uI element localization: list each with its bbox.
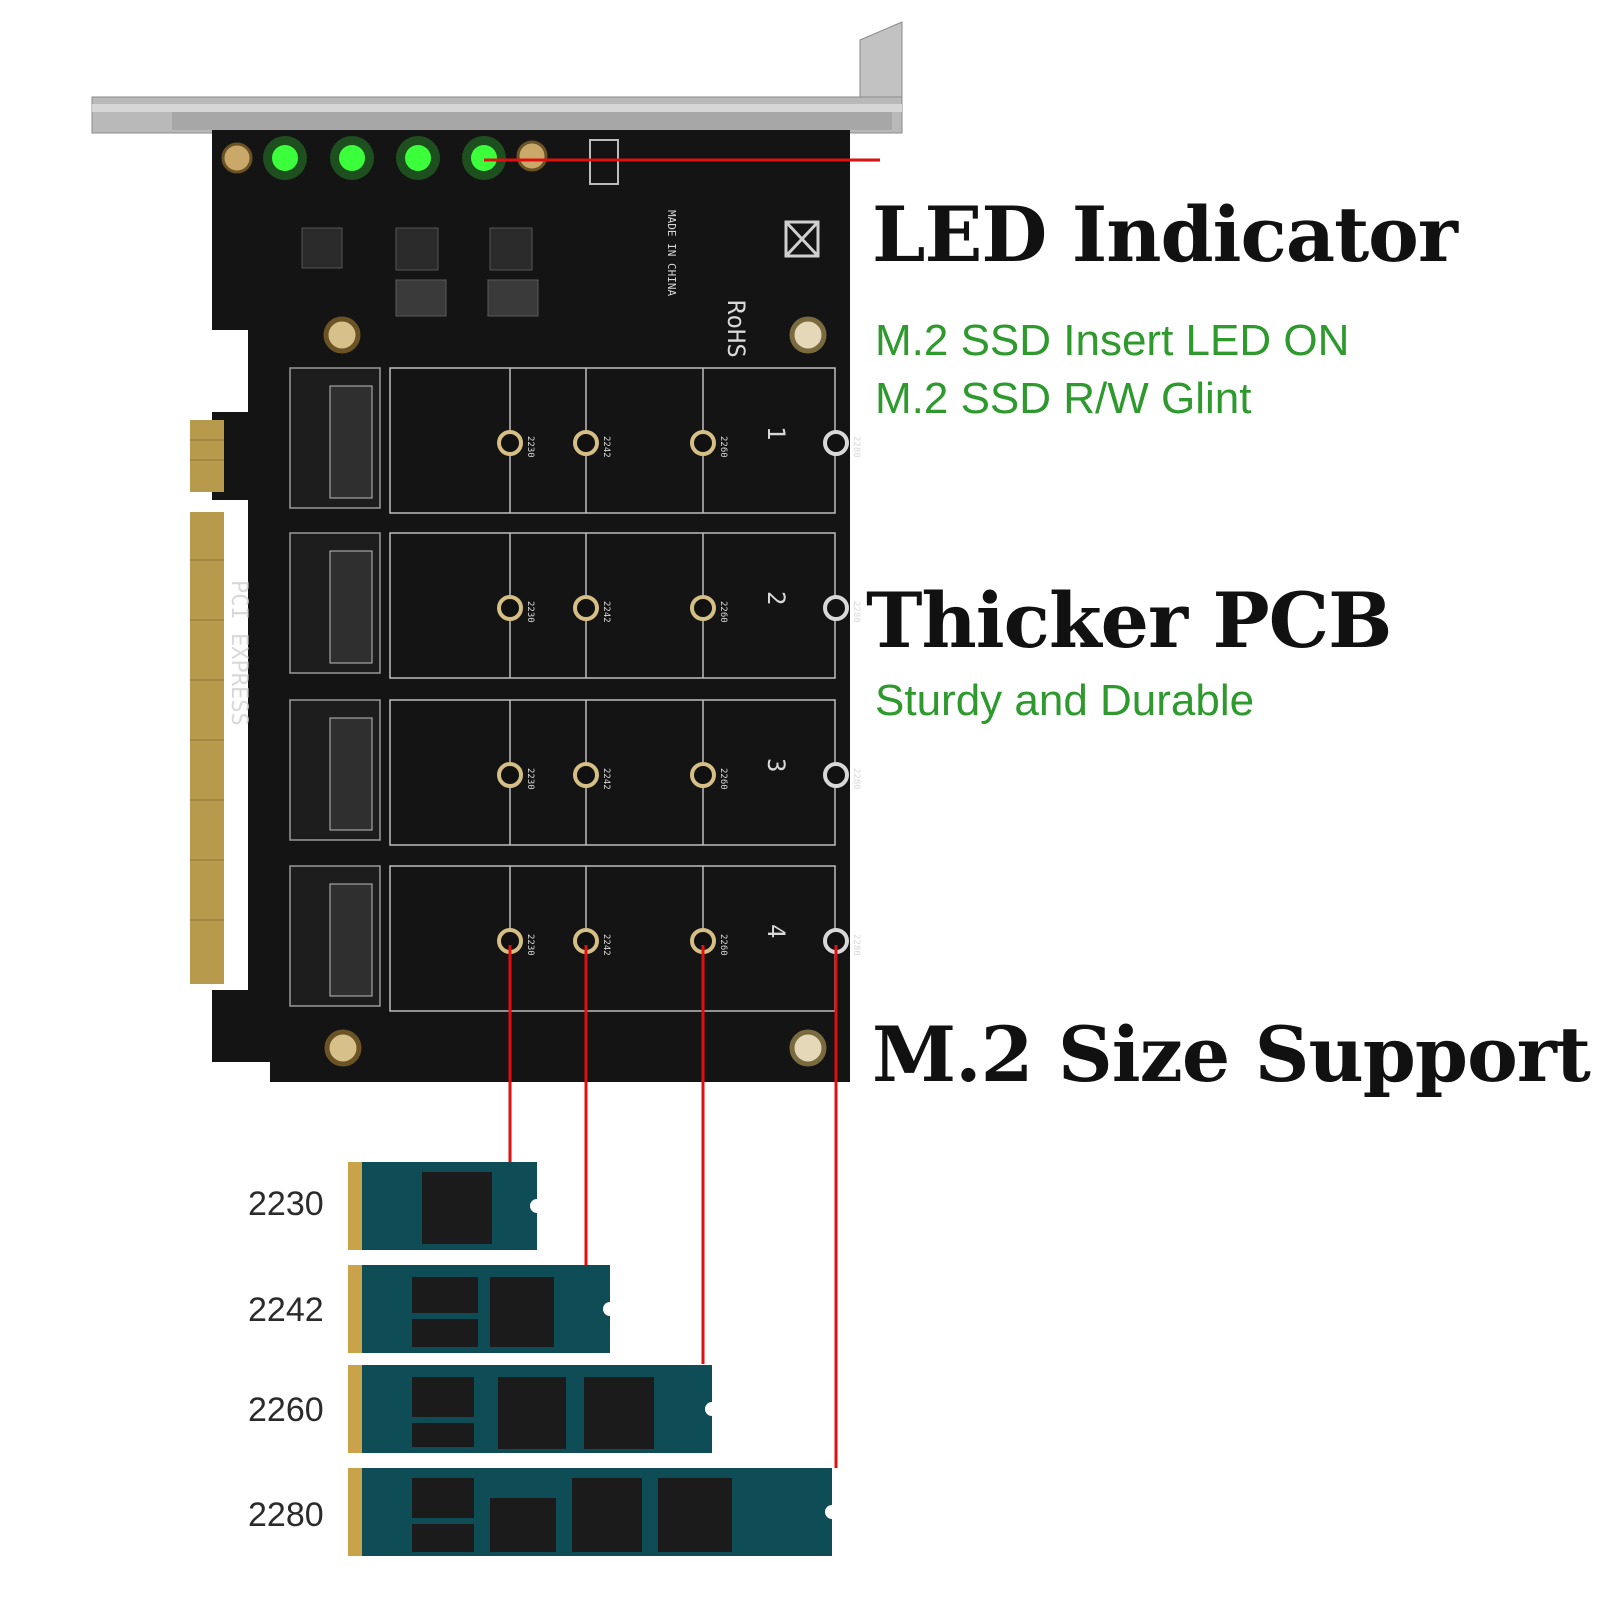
- led-insert-line: M.2 SSD Insert LED ON: [875, 316, 1350, 365]
- mount-label: 2260: [718, 768, 728, 790]
- led-4: [471, 145, 497, 171]
- size-label-2242: 2242: [248, 1291, 324, 1329]
- mount-label: 2242: [601, 768, 611, 790]
- thicker-pcb-heading: Thicker PCB: [866, 576, 1392, 665]
- mount-label: 2230: [525, 768, 535, 790]
- m2-slot-4: 2230 2242 2260 2280 4: [289, 865, 861, 1012]
- slot-number: 3: [762, 758, 790, 772]
- standoff-hole: [690, 430, 716, 456]
- size-support-heading: M.2 Size Support: [872, 1010, 1591, 1099]
- ssd-card-2230: [348, 1162, 544, 1250]
- led-3: [405, 145, 431, 171]
- weee-bin-icon: [784, 220, 820, 258]
- mount-label: 2260: [718, 601, 728, 623]
- slot-number: 2: [762, 591, 790, 605]
- standoff-hole: [823, 430, 849, 456]
- standoff-hole: [573, 430, 599, 456]
- standoff-hole: [573, 595, 599, 621]
- led-rw-line: M.2 SSD R/W Glint: [875, 374, 1252, 423]
- size-label-2280: 2280: [248, 1496, 324, 1534]
- mount-label: 2260: [718, 934, 728, 956]
- mount-label: 2242: [601, 601, 611, 623]
- slot-number: 4: [762, 924, 790, 938]
- rohs-mark: RoHS: [722, 300, 750, 358]
- standoff-hole: [690, 762, 716, 788]
- size-label-2230: 2230: [248, 1185, 324, 1223]
- pci-express-logo: PCI EXPRESS: [226, 580, 251, 726]
- callout-lines: [484, 158, 880, 1468]
- mount-label: 2260: [718, 436, 728, 458]
- standoff-hole: [690, 595, 716, 621]
- led-indicator-heading: LED Indicator: [872, 190, 1458, 279]
- led-indicators: [263, 136, 506, 180]
- mount-label: 2280: [851, 768, 861, 790]
- mount-label: 2280: [851, 436, 861, 458]
- m2-slot-1: 2230 2242 2260 2280 1: [289, 367, 861, 514]
- mount-label: 2242: [601, 436, 611, 458]
- standoff-hole: [823, 595, 849, 621]
- standoff-hole: [823, 762, 849, 788]
- m2-slot-2: 2230 2242 2260 2280 2: [289, 532, 861, 679]
- standoff-hole: [573, 762, 599, 788]
- mount-label: 2280: [851, 601, 861, 623]
- sturdy-durable-line: Sturdy and Durable: [875, 676, 1255, 725]
- led-2: [339, 145, 365, 171]
- mount-label: 2230: [525, 934, 535, 956]
- ssd-card-2280: [348, 1468, 839, 1556]
- size-label-2260: 2260: [248, 1391, 324, 1429]
- standoff-hole: [497, 595, 523, 621]
- standoff-hole: [497, 430, 523, 456]
- mount-label: 2230: [525, 601, 535, 623]
- metal-bracket: [91, 21, 903, 134]
- made-in-china-mark: MADE IN CHINA: [665, 210, 678, 296]
- mount-label: 2242: [601, 934, 611, 956]
- standoff-hole: [497, 762, 523, 788]
- ssd-card-2260: [348, 1365, 719, 1453]
- m2-slot-3: 2230 2242 2260 2280 3: [289, 699, 861, 846]
- slot-number: 1: [762, 426, 790, 440]
- mount-label: 2230: [525, 436, 535, 458]
- mount-label: 2280: [851, 934, 861, 956]
- led-1: [272, 145, 298, 171]
- ssd-card-2242: [348, 1265, 617, 1353]
- ssd-size-cards: [348, 1162, 839, 1556]
